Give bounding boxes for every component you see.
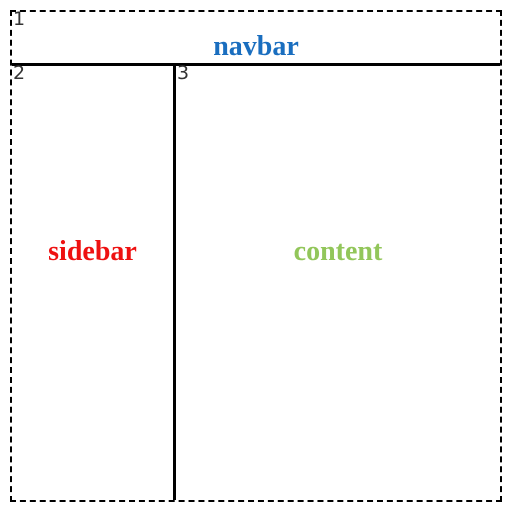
sidebar-label: sidebar bbox=[48, 236, 137, 267]
content-region: 3 content bbox=[176, 62, 500, 500]
sidebar-number: 2 bbox=[13, 62, 26, 84]
content-label: content bbox=[293, 236, 383, 267]
layout-frame: 1 navbar 2 sidebar 3 content bbox=[10, 10, 502, 502]
navbar-region: 1 navbar bbox=[12, 8, 500, 66]
navbar-number: 1 bbox=[13, 8, 26, 30]
sidebar-region: 2 sidebar bbox=[12, 62, 176, 500]
content-number: 3 bbox=[177, 62, 190, 84]
navbar-label: navbar bbox=[213, 31, 299, 62]
